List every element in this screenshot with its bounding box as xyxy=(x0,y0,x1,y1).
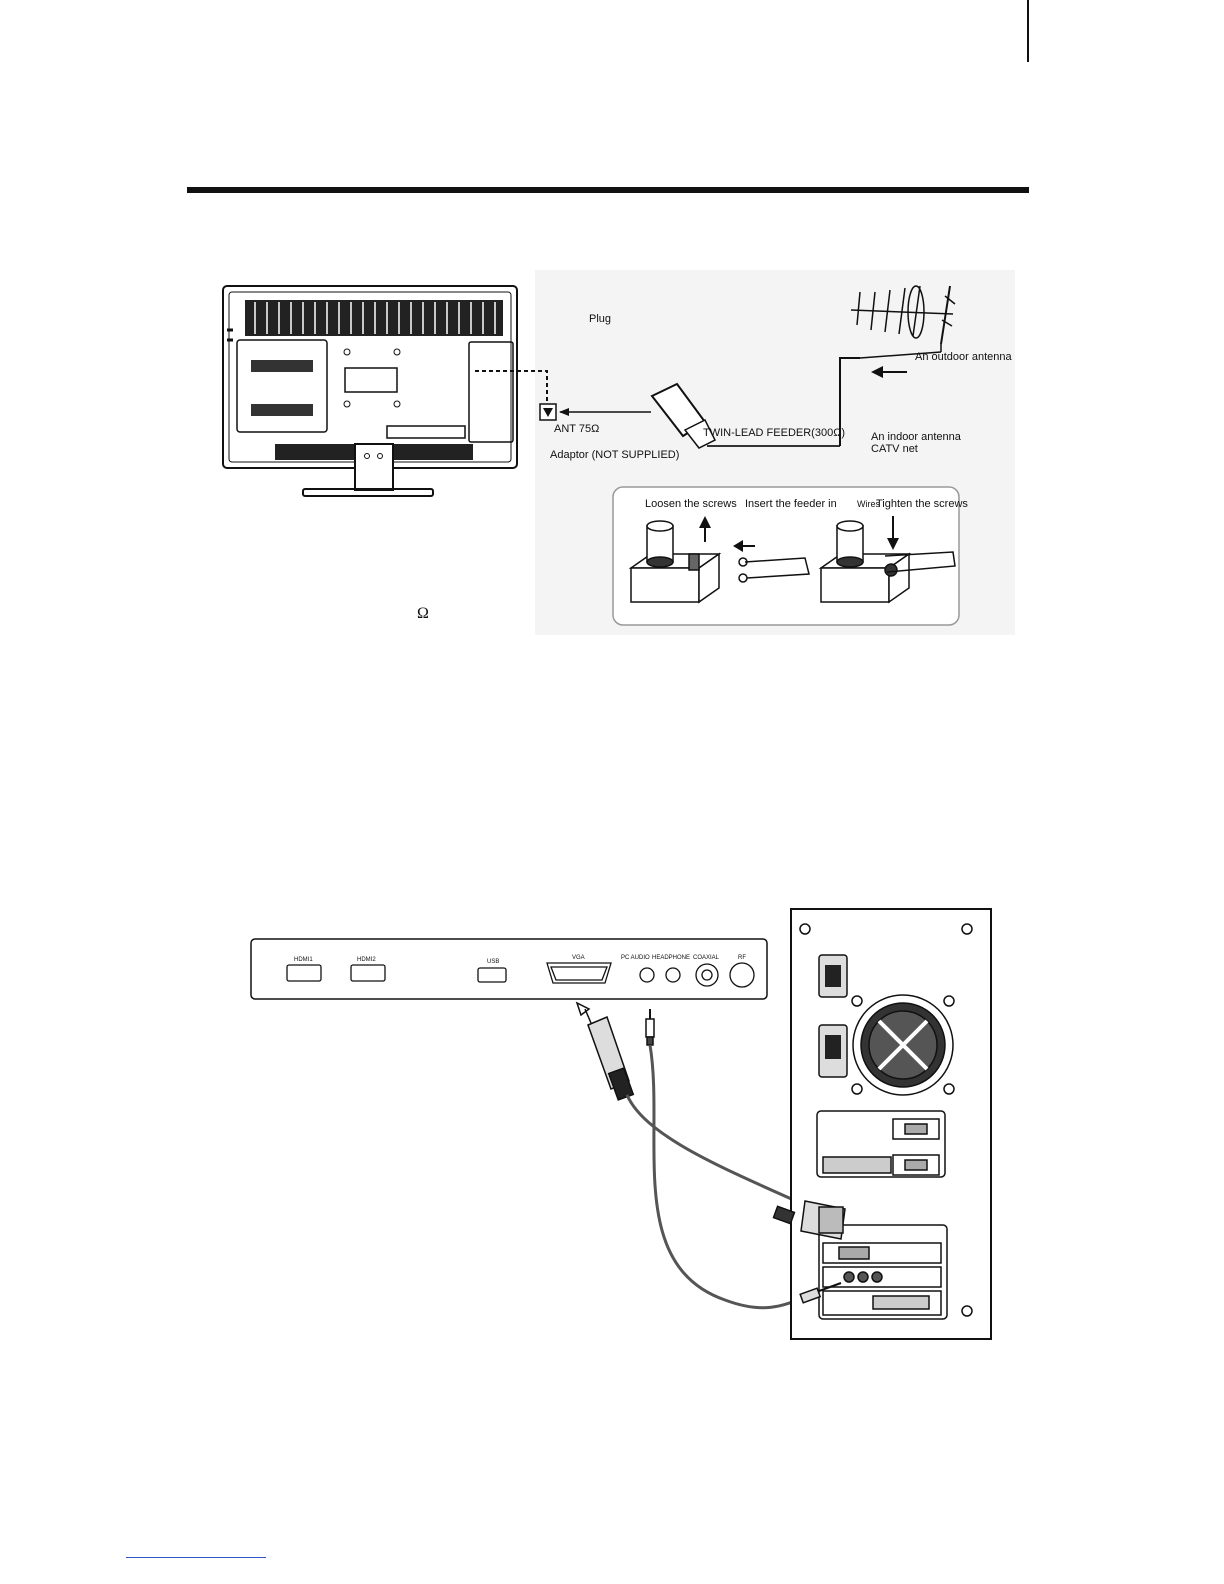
outdoor-antenna-label: An outdoor antenna xyxy=(915,351,1013,363)
catv-label: CATV net xyxy=(871,443,918,455)
footer-link-underline xyxy=(126,1557,266,1558)
vga-pc-plug xyxy=(773,1201,845,1239)
port-label-coaxial: COAXIAL xyxy=(693,955,720,961)
page-edge-line xyxy=(1027,0,1029,62)
port-label-vga: VGA xyxy=(572,955,585,961)
port-label-headphone: HEADPHONE xyxy=(652,955,690,961)
pc-connection-diagram: HDMI1 HDMI2 USB VGA PC AUDIO HEADPHONE C… xyxy=(245,905,1000,1345)
step-loosen-label: Loosen the screws xyxy=(645,498,737,510)
pc-back-illustration xyxy=(791,909,991,1339)
ant-label: ANT 75Ω xyxy=(554,423,599,435)
section-rule xyxy=(187,187,1029,193)
port-label-rf: RF xyxy=(738,955,746,961)
plug-label: Plug xyxy=(589,313,611,325)
port-label-pc-audio: PC AUDIO xyxy=(621,955,650,961)
feeder-label: TWIN-LEAD FEEDER(300Ω) xyxy=(703,427,845,439)
port-label-hdmi1: HDMI1 xyxy=(294,957,313,963)
adaptor-label: Adaptor (NOT SUPPLIED) xyxy=(550,449,679,461)
indoor-antenna-label: An indoor antenna xyxy=(871,431,962,443)
port-label-hdmi2: HDMI2 xyxy=(357,957,376,963)
omega-symbol: Ω xyxy=(417,605,429,623)
step-tighten-label: Tighten the screws xyxy=(876,498,968,510)
vga-cable-plug xyxy=(577,1003,633,1100)
audio-cable-plug xyxy=(646,1009,654,1045)
tv-port-panel: HDMI1 HDMI2 USB VGA PC AUDIO HEADPHONE C… xyxy=(251,939,767,999)
feeder-install-steps: Loosen the screws Insert the feeder in W… xyxy=(613,487,968,625)
port-label-usb: USB xyxy=(487,959,499,965)
step-insert-label: Insert the feeder in xyxy=(745,498,837,510)
tv-back-illustration xyxy=(223,286,517,496)
antenna-connection-diagram: Plug An outdoor antenna TWIN-LEAD FEEDER… xyxy=(215,270,1015,635)
